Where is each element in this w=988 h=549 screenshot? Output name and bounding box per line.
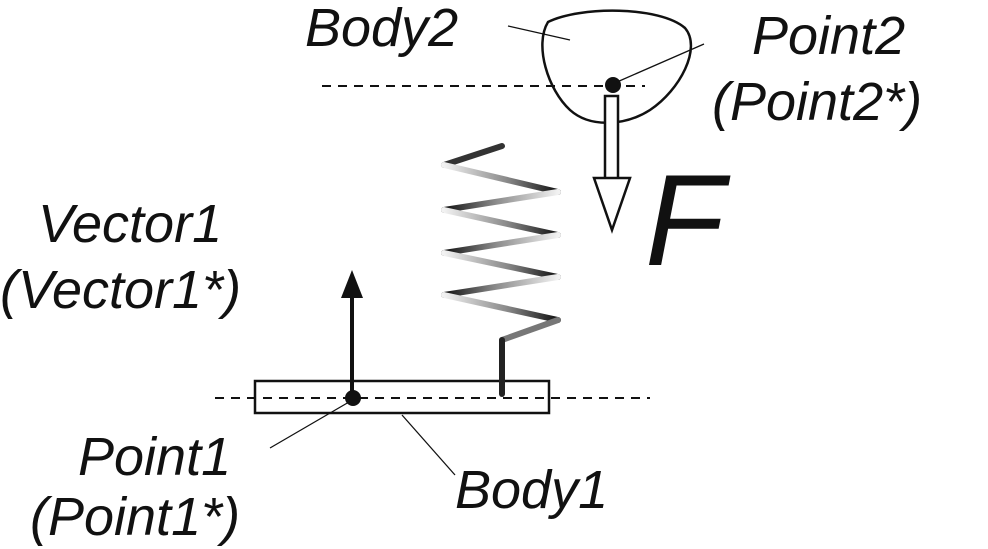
body1-bar [253, 379, 551, 415]
body1-leader [401, 414, 456, 476]
spring [441, 83, 561, 397]
force-arrow-head [592, 176, 632, 234]
point2-label: Point2 [752, 6, 905, 66]
point2-star-label: (Point2*) [712, 72, 922, 132]
vector1-star-label: (Vector1*) [0, 260, 241, 320]
vector1-label: Vector1 [38, 194, 222, 254]
vector1-head [341, 270, 363, 298]
body2-label: Body2 [305, 0, 458, 58]
body1-label: Body1 [455, 460, 608, 520]
body2-shape [541, 9, 693, 124]
force-label: F [645, 147, 731, 293]
body2-leader [507, 25, 571, 41]
point1-star-label: (Point1*) [30, 487, 240, 547]
force-arrow-shaft [603, 94, 620, 182]
point2-dot [605, 77, 621, 93]
point1-label: Point1 [78, 427, 231, 487]
point1-leader [269, 401, 350, 449]
point2-leader [616, 43, 705, 83]
